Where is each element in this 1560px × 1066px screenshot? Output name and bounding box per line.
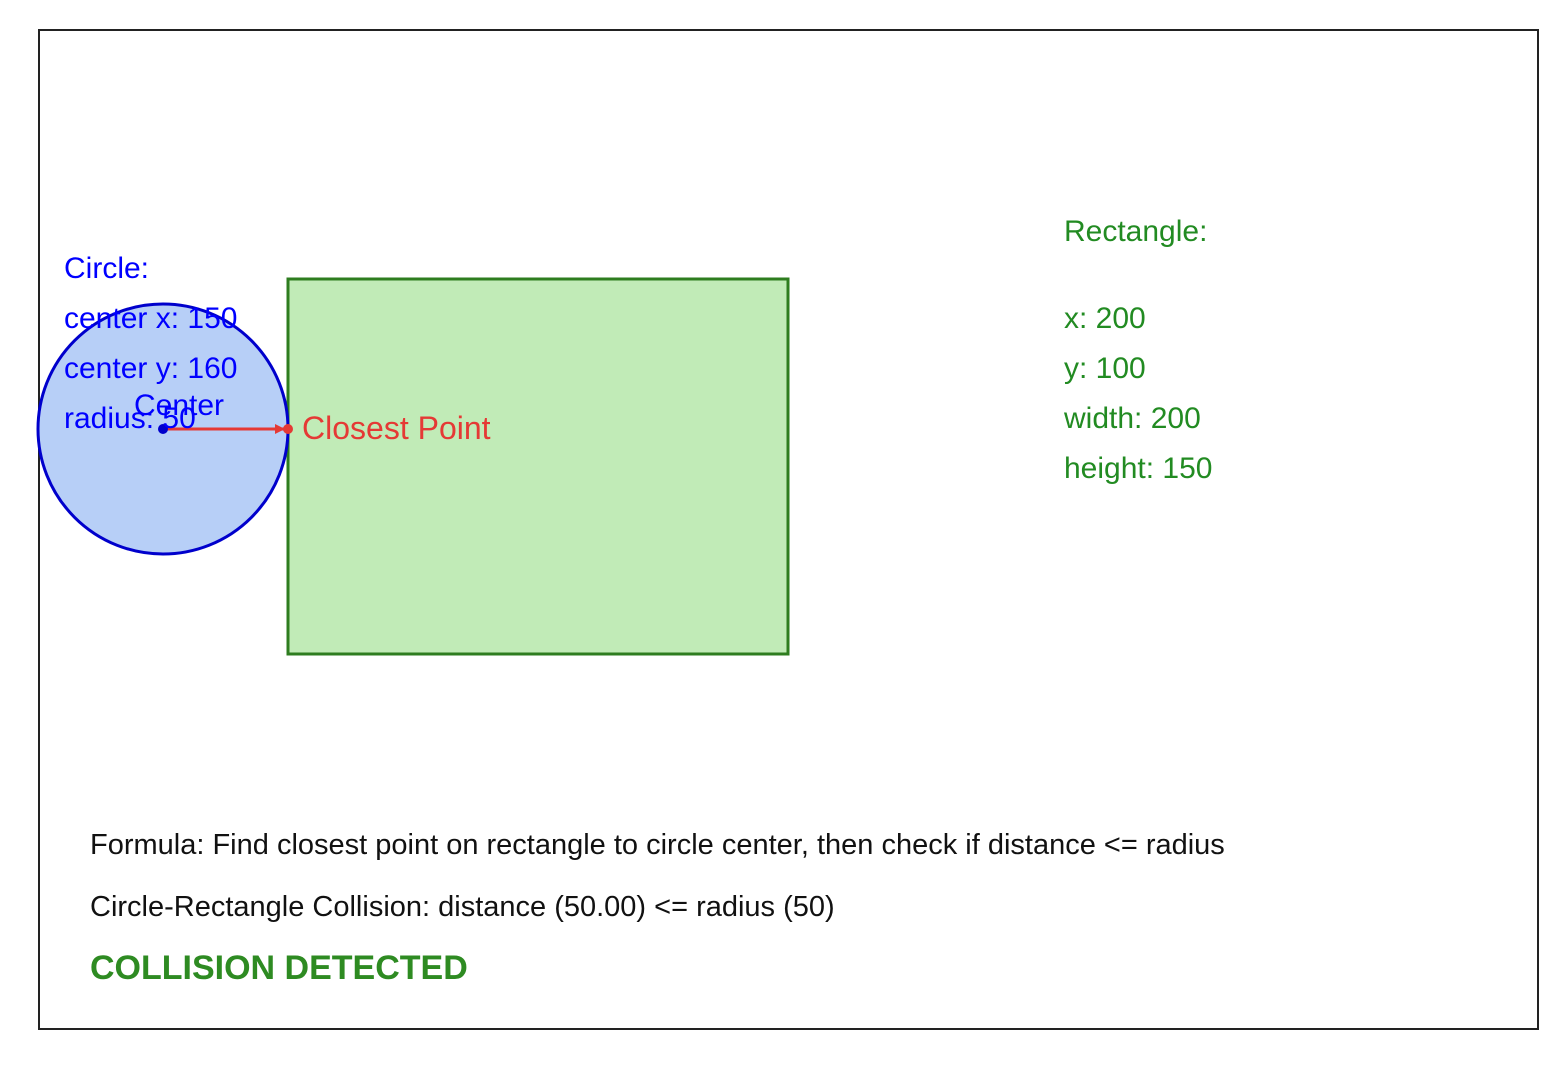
circle-info-center-y: center y: 160 — [64, 352, 237, 385]
closest-point-dot — [283, 424, 293, 434]
formula-text: Formula: Find closest point on rectangle… — [90, 829, 1225, 861]
collision-status: COLLISION DETECTED — [90, 949, 468, 987]
rect-info-y: y: 100 — [1064, 352, 1146, 385]
circle-info-center-x: center x: 150 — [64, 302, 237, 335]
rect-info-title: Rectangle: — [1064, 215, 1207, 248]
rectangle-shape — [286, 277, 790, 656]
circle-info-radius: radius: 50 — [64, 402, 196, 435]
collision-check-text: Circle-Rectangle Collision: distance (50… — [90, 891, 835, 923]
circle-center-dot — [158, 424, 168, 434]
rectangle-info: Rectangle: x: 200 y: 100 width: 200 heig… — [1063, 215, 1212, 485]
rect-info-x: x: 200 — [1064, 302, 1146, 335]
center-label: Center — [134, 389, 224, 422]
rect-info-height: height: 150 — [1064, 452, 1212, 485]
rect-info-width: width: 200 — [1063, 402, 1201, 435]
circle-info: Circle: center x: 150 center y: 160 radi… — [64, 252, 237, 435]
circle-info-title: Circle: — [64, 252, 149, 285]
closest-point-label: Closest Point — [302, 410, 491, 446]
